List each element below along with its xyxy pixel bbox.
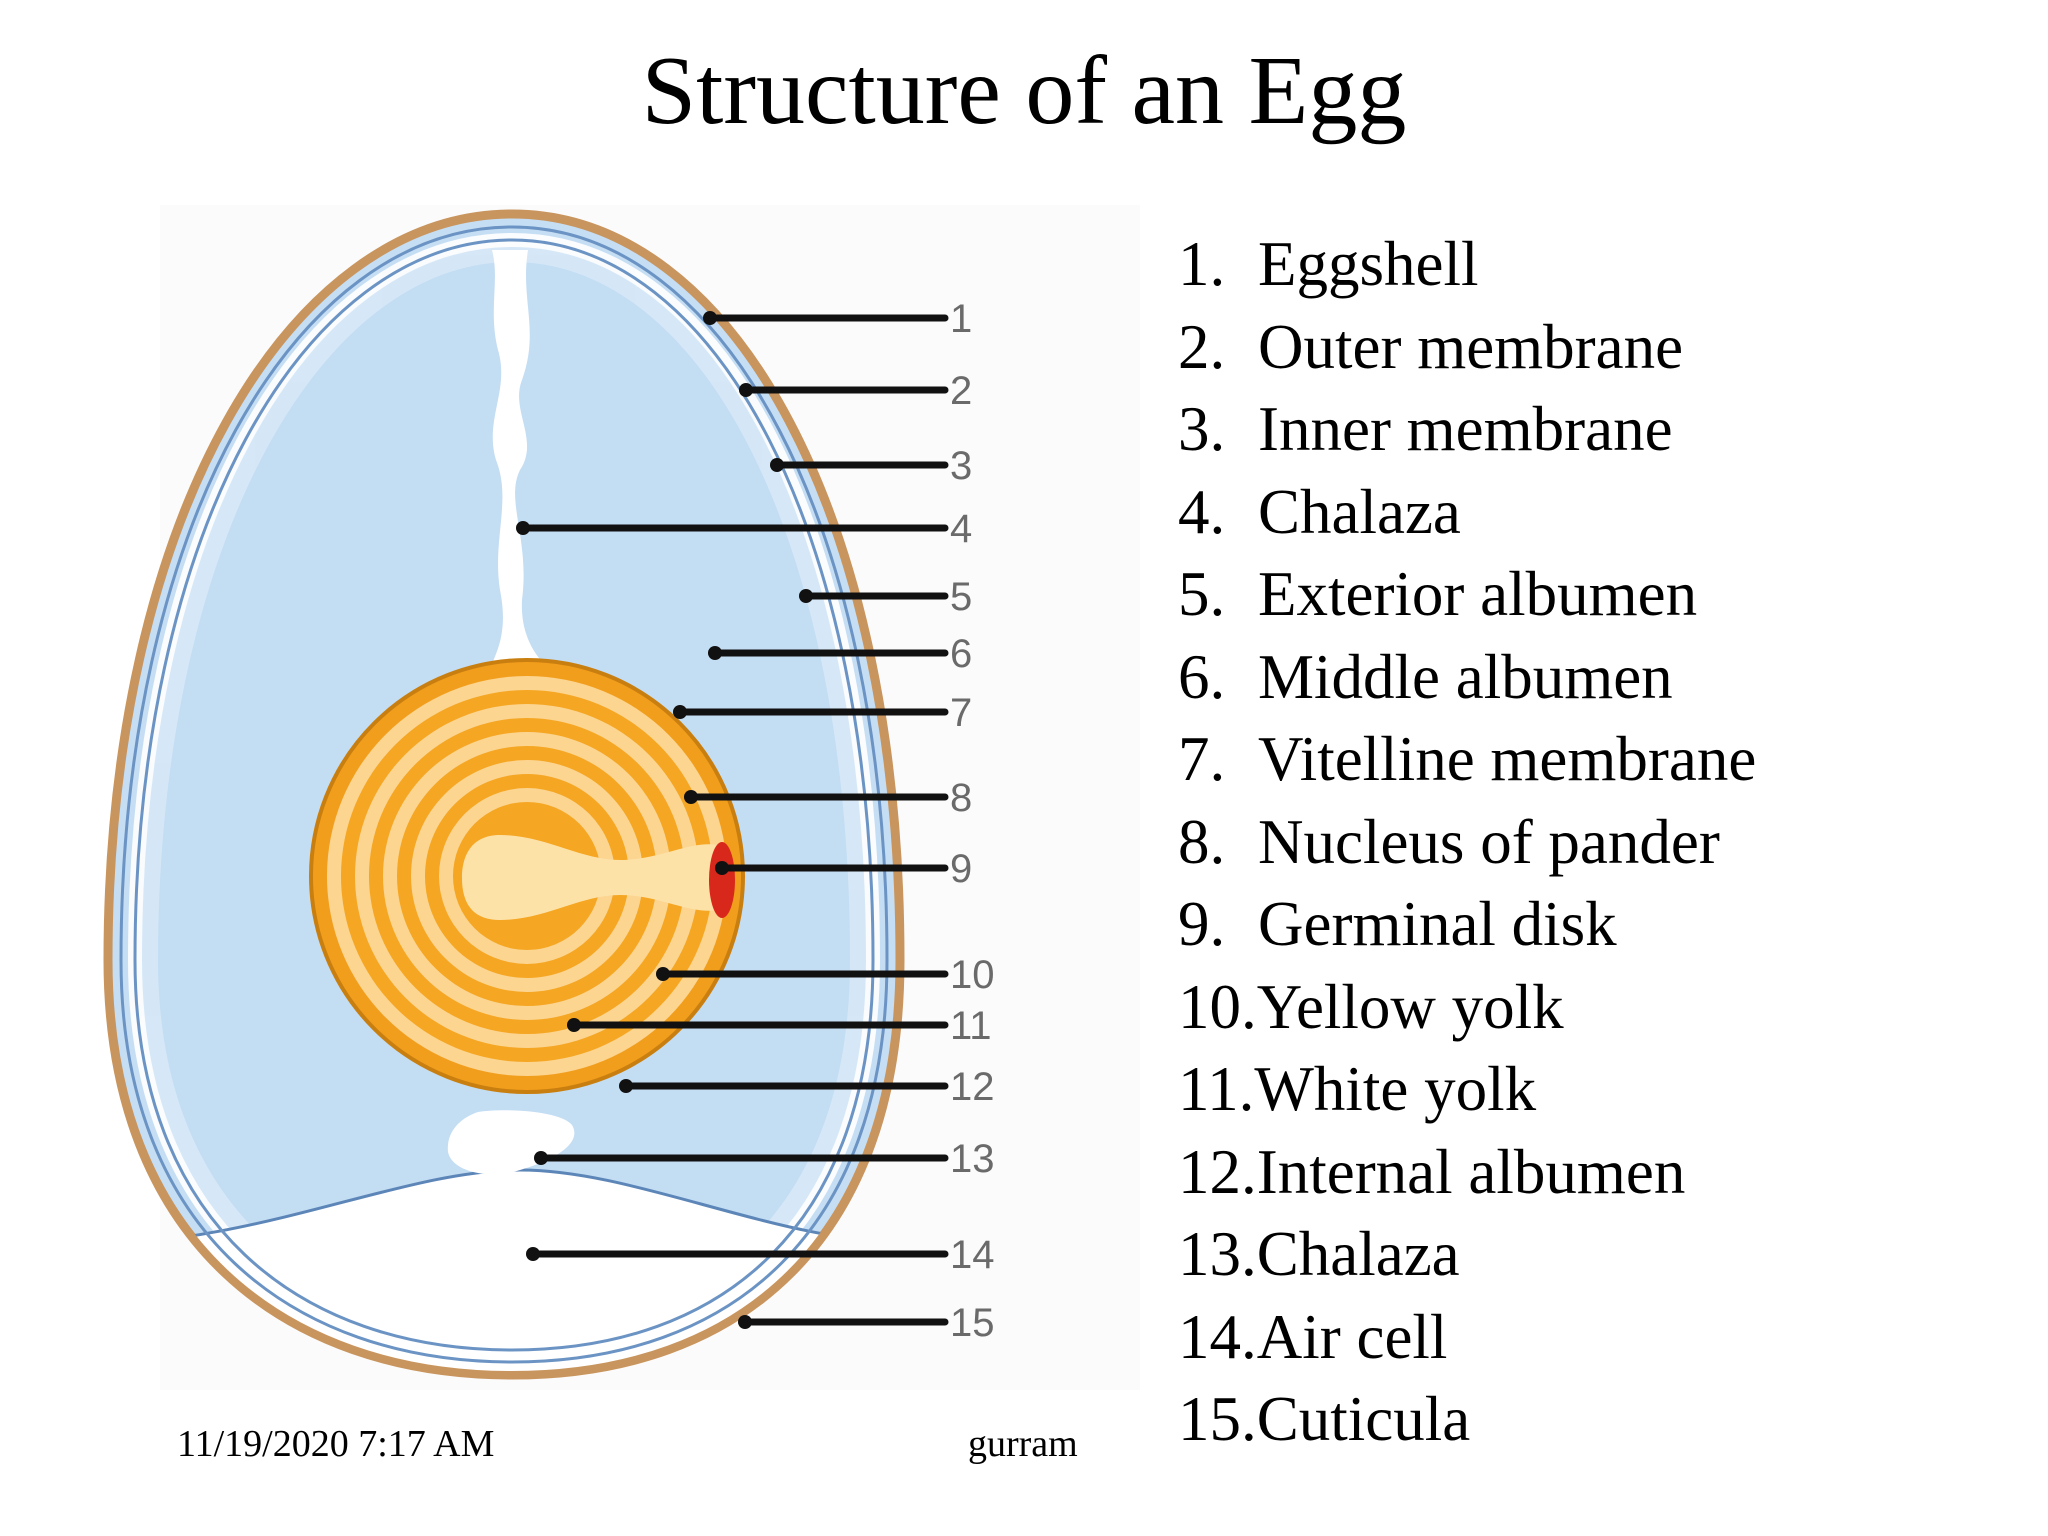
legend-label: Nucleus of pander [1258, 806, 1720, 877]
legend-number: 13. [1178, 1219, 1257, 1289]
leader-dot-14 [526, 1247, 540, 1261]
legend-item: 15.Cuticula [1178, 1380, 1756, 1463]
legend-number: 7. [1178, 724, 1226, 794]
legend-label: Outer membrane [1258, 311, 1684, 382]
leader-dot-8 [684, 790, 698, 804]
legend-number: 6. [1178, 641, 1226, 712]
leader-dot-6 [708, 646, 722, 660]
legend-item: 8. Nucleus of pander [1178, 803, 1756, 886]
leader-dot-13 [534, 1151, 548, 1165]
callout-dots [516, 311, 813, 1329]
callout-number-6: 6 [950, 632, 972, 676]
legend-number: 3. [1178, 394, 1226, 464]
slide-title: Structure of an Egg [641, 37, 1407, 145]
callout-number-4: 4 [950, 507, 972, 551]
legend-item: 3. Inner membrane [1178, 390, 1756, 473]
legend-label: Exterior albumen [1258, 559, 1698, 629]
legend-label: Chalaza [1258, 476, 1461, 547]
nucleus-of-pander-core [467, 836, 543, 916]
legend-label: Air cell [1256, 1301, 1448, 1372]
callout-number-7: 7 [950, 691, 972, 735]
callout-number-12: 12 [950, 1065, 995, 1109]
callout-number-5: 5 [950, 575, 972, 619]
cuticula-shape [103, 209, 905, 1380]
footer-date: 11/19/2020 7:17 AM [177, 1423, 495, 1465]
legend-item: 2. Outer membrane [1178, 308, 1756, 391]
legend-item: 7. Vitelline membrane [1178, 720, 1756, 803]
leader-dot-3 [770, 458, 784, 472]
leader-dot-7 [673, 705, 687, 719]
yolk [309, 658, 745, 1094]
callout-number-15: 15 [950, 1301, 995, 1345]
leader-dot-12 [619, 1079, 633, 1093]
legend-number: 12. [1178, 1136, 1257, 1207]
inner-membrane-shape [133, 238, 875, 1352]
leader-dot-11 [567, 1018, 581, 1032]
legend-item: 14.Air cell [1178, 1298, 1756, 1381]
chalaza-top-shape [490, 250, 548, 668]
callout-number-2: 2 [950, 369, 972, 413]
leader-dot-15 [738, 1315, 752, 1329]
legend-number: 4. [1178, 476, 1226, 547]
legend-item: 12.Internal albumen [1178, 1133, 1756, 1216]
callout-number-13: 13 [950, 1137, 995, 1181]
callout-number-14: 14 [950, 1233, 995, 1277]
outer-membrane-shape [119, 225, 889, 1364]
legend-item: 11.White yolk [1178, 1050, 1756, 1133]
callout-numbers: 1 2 3 4 5 6 7 8 9 10 11 12 13 14 15 [950, 297, 995, 1345]
legend-label: Chalaza [1256, 1219, 1460, 1289]
callout-lines [519, 314, 949, 1326]
footer-author: gurram [968, 1423, 1078, 1465]
callout-number-9: 9 [950, 847, 972, 891]
leader-dot-5 [799, 589, 813, 603]
legend-label: White yolk [1254, 1054, 1537, 1124]
legend-item: 5. Exterior albumen [1178, 555, 1756, 638]
leader-dot-2 [739, 383, 753, 397]
legend-number: 5. [1178, 559, 1226, 629]
legend-item: 9. Germinal disk [1178, 885, 1756, 968]
legend-number: 10. [1178, 971, 1257, 1042]
legend-label: Internal albumen [1256, 1136, 1686, 1207]
legend-label: Inner membrane [1258, 394, 1673, 464]
legend-item: 6. Middle albumen [1178, 638, 1756, 721]
legend-label: Germinal disk [1258, 889, 1617, 959]
callout-number-8: 8 [950, 776, 972, 820]
legend-item: 10.Yellow yolk [1178, 968, 1756, 1051]
legend-number: 9. [1178, 889, 1226, 959]
leader-dot-9 [715, 861, 729, 875]
legend-label: Cuticula [1256, 1384, 1471, 1454]
legend-list: 1. Eggshell 2. Outer membrane 3. Inner memb… [1178, 225, 1756, 1463]
legend-label: Vitelline membrane [1258, 724, 1757, 794]
legend-number: 8. [1178, 806, 1226, 877]
legend-number: 15. [1178, 1384, 1257, 1454]
leader-dot-4 [516, 521, 530, 535]
germinal-disk-shape [709, 842, 735, 918]
callout-number-11: 11 [950, 1004, 992, 1048]
callout-number-1: 1 [950, 297, 972, 341]
legend-number: 11. [1178, 1054, 1255, 1124]
callout-number-10: 10 [950, 953, 995, 997]
legend-item: 1. Eggshell [1178, 225, 1756, 308]
legend-number: 14. [1178, 1301, 1257, 1372]
callout-number-3: 3 [950, 444, 972, 488]
leader-dot-1 [703, 311, 717, 325]
legend-item: 4. Chalaza [1178, 473, 1756, 556]
legend-label: Middle albumen [1258, 641, 1673, 712]
legend-number: 2. [1178, 311, 1226, 382]
legend-item: 13.Chalaza [1178, 1215, 1756, 1298]
leader-dot-10 [656, 967, 670, 981]
legend-label: Yellow yolk [1256, 971, 1564, 1042]
legend-label: Eggshell [1258, 229, 1479, 299]
legend-number: 1. [1178, 229, 1226, 299]
